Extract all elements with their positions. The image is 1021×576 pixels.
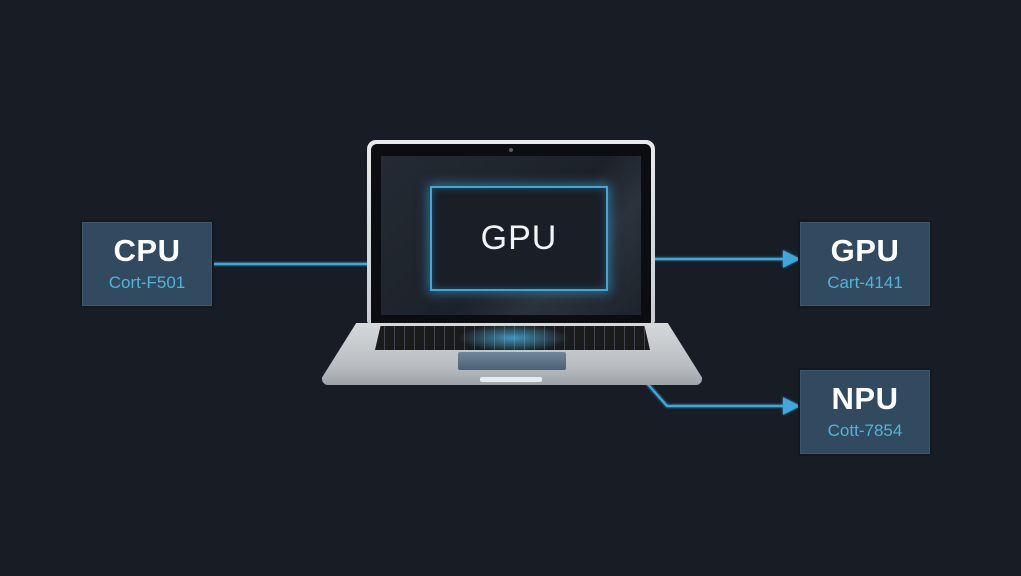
laptop-bezel: GPU [371,144,651,323]
cpu-node: CPU Cort-F501 [82,222,212,306]
laptop-notch [480,377,542,382]
keyboard-glow [458,324,568,352]
cpu-title: CPU [113,233,181,268]
npu-node: NPU Cott-7854 [800,370,930,454]
cpu-subtitle: Cort-F501 [108,273,186,292]
screen-gpu-label: GPU [480,219,558,257]
screen-gpu-panel: GPU [430,186,608,291]
npu-subtitle: Cott-7854 [827,421,903,440]
gpu-title: GPU [830,233,900,268]
gpu-node: GPU Cart-4141 [800,222,930,306]
laptop-lid: GPU [367,140,655,323]
gpu-subtitle: Cart-4141 [827,273,903,292]
camera-icon [509,148,513,152]
npu-title: NPU [831,381,899,416]
trackpad-icon [458,352,566,370]
laptop-screen: GPU [381,156,641,315]
